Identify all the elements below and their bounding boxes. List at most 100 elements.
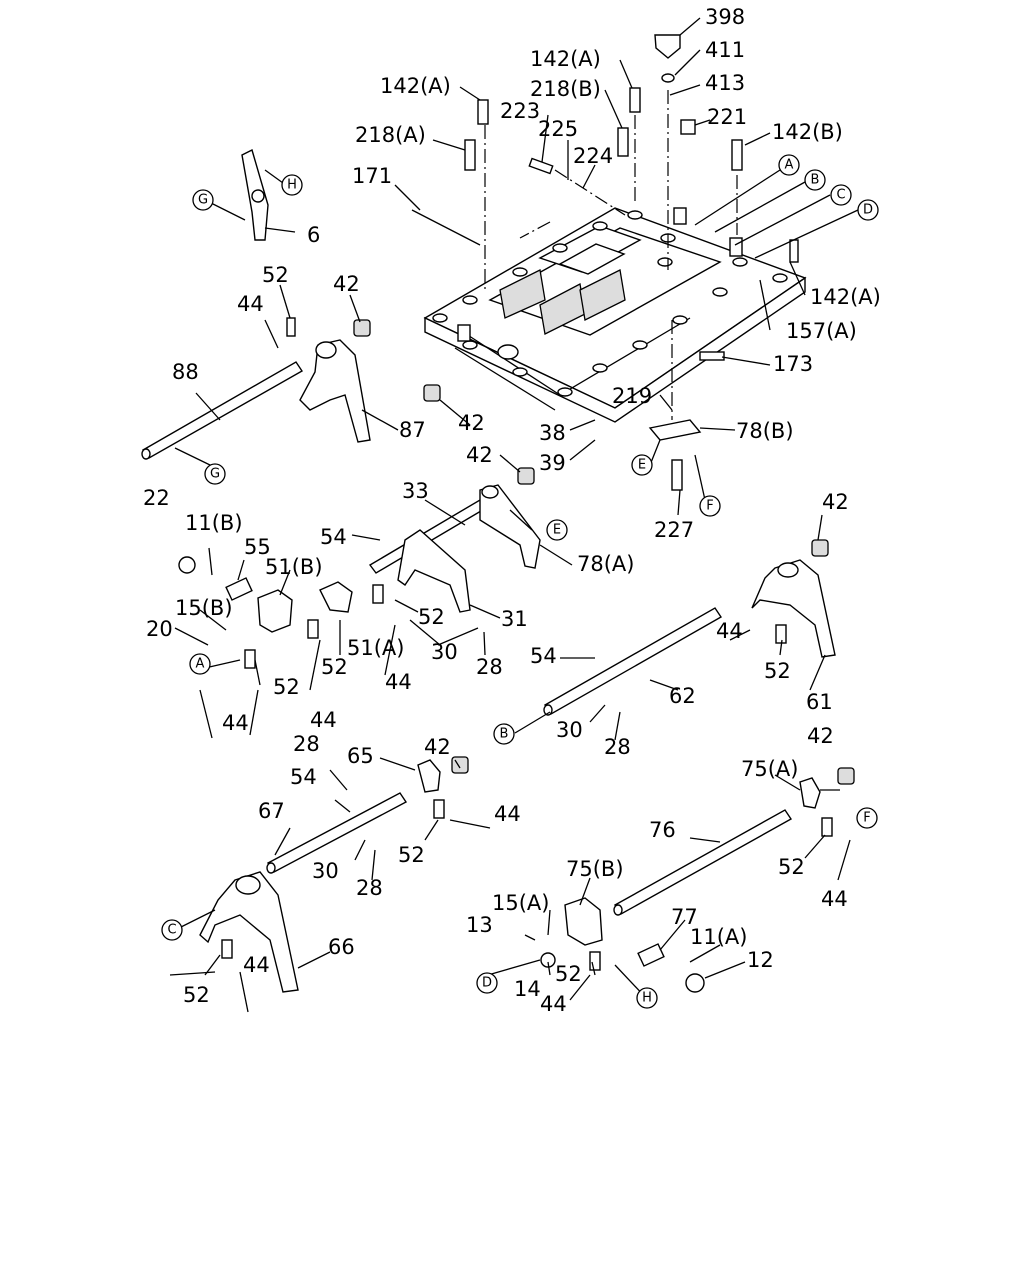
shift-lever-6	[241, 148, 269, 241]
part-label: 223	[500, 99, 540, 123]
part-label: 78(A)	[577, 552, 634, 576]
part-label: 6	[307, 223, 320, 247]
ref-d: D	[482, 976, 492, 991]
part-label: 142(A)	[530, 47, 601, 71]
part-label: 52	[398, 843, 425, 867]
part-label: 42	[807, 724, 834, 748]
part-label: 12	[747, 948, 774, 972]
ref-a: A	[785, 158, 794, 173]
part-label: 20	[146, 617, 173, 641]
part-label: 54	[530, 644, 557, 668]
part-label: 52	[183, 983, 210, 1007]
gear-shift-cover	[423, 207, 807, 423]
part-label: 218(B)	[530, 77, 601, 101]
part-label: 221	[707, 105, 747, 129]
ref-h: H	[287, 178, 297, 193]
part-label: 15(A)	[492, 891, 549, 915]
part-label: 62	[669, 684, 696, 708]
part-label: 31	[501, 607, 528, 631]
part-label: 66	[328, 935, 355, 959]
shift-fork-61	[751, 559, 836, 658]
part-label: 14	[514, 977, 541, 1001]
part-label: 38	[539, 421, 566, 445]
part-label: 44	[540, 992, 567, 1016]
part-label: 15(B)	[175, 596, 233, 620]
alignment-lines	[484, 90, 738, 420]
ref-f: F	[706, 499, 713, 514]
part-label: 42	[333, 272, 360, 296]
ref-c: C	[836, 188, 845, 203]
part-label: 52	[262, 263, 289, 287]
shift-rail-67	[266, 792, 408, 874]
part-label: 28	[476, 655, 503, 679]
part-label: 11(B)	[185, 511, 243, 535]
part-label: 33	[402, 479, 429, 503]
ref-a: A	[196, 657, 205, 672]
part-label: 54	[290, 765, 317, 789]
part-label: 44	[237, 292, 264, 316]
ref-f: F	[863, 811, 870, 826]
part-label: 51(B)	[265, 555, 323, 579]
part-label: 11(A)	[690, 925, 747, 949]
part-label: 30	[431, 640, 458, 664]
ref-c: C	[167, 923, 176, 938]
part-label: 30	[312, 859, 339, 883]
part-label: 142(A)	[380, 74, 451, 98]
part-label: 52	[764, 659, 791, 683]
ref-d: D	[863, 203, 873, 218]
ref-h: H	[642, 991, 652, 1006]
part-label: 52	[273, 675, 300, 699]
part-label: 87	[399, 418, 426, 442]
ref-g: G	[210, 467, 220, 482]
part-label: 218(A)	[355, 123, 426, 147]
part-label: 142(A)	[810, 285, 881, 309]
ref-b: B	[500, 727, 509, 742]
ref-g: G	[198, 193, 208, 208]
part-label: 88	[172, 360, 199, 384]
shift-rail-62	[543, 607, 722, 716]
reference-markers: A B C D H G G E F E A B F C D H	[161, 154, 879, 1009]
part-label: 219	[612, 384, 652, 408]
part-label: 55	[244, 535, 271, 559]
shift-rail-76	[613, 809, 793, 916]
part-label: 42	[458, 411, 485, 435]
part-label: 52	[418, 605, 445, 629]
shift-fork-31	[397, 529, 471, 613]
shift-rail-88	[141, 361, 303, 460]
part-label: 52	[555, 962, 582, 986]
part-label: 28	[604, 735, 631, 759]
part-label: 171	[352, 164, 392, 188]
part-label: 227	[654, 518, 694, 542]
part-label: 157(A)	[786, 319, 857, 343]
part-label: 42	[424, 735, 451, 759]
part-label: 42	[822, 490, 849, 514]
part-label: 28	[356, 876, 383, 900]
part-label: 30	[556, 718, 583, 742]
part-label: 39	[539, 451, 566, 475]
part-label: 44	[243, 953, 270, 977]
part-label: 76	[649, 818, 676, 842]
part-label: 42	[466, 443, 493, 467]
part-label: 44	[716, 619, 743, 643]
part-label: 28	[293, 732, 320, 756]
part-label: 44	[821, 887, 848, 911]
blocks-and-fasteners	[178, 34, 855, 993]
ref-e: E	[553, 523, 561, 538]
part-label: 51(A)	[347, 636, 404, 660]
part-label: 44	[310, 708, 337, 732]
part-label: 398	[705, 5, 745, 29]
part-labels: 398 411 413 142(A) 218(B) 142(A) 223 225…	[143, 5, 881, 1016]
bolts	[221, 87, 833, 971]
part-label: 13	[466, 913, 493, 937]
shift-fork-87	[299, 339, 371, 443]
part-label: 52	[321, 655, 348, 679]
part-label: 77	[671, 905, 698, 929]
part-label: 44	[494, 802, 521, 826]
part-label: 78(B)	[736, 419, 794, 443]
part-label: 75(A)	[741, 757, 798, 781]
part-label: 413	[705, 71, 745, 95]
part-label: 22	[143, 486, 170, 510]
part-label: 52	[778, 855, 805, 879]
ref-b: B	[811, 173, 820, 188]
